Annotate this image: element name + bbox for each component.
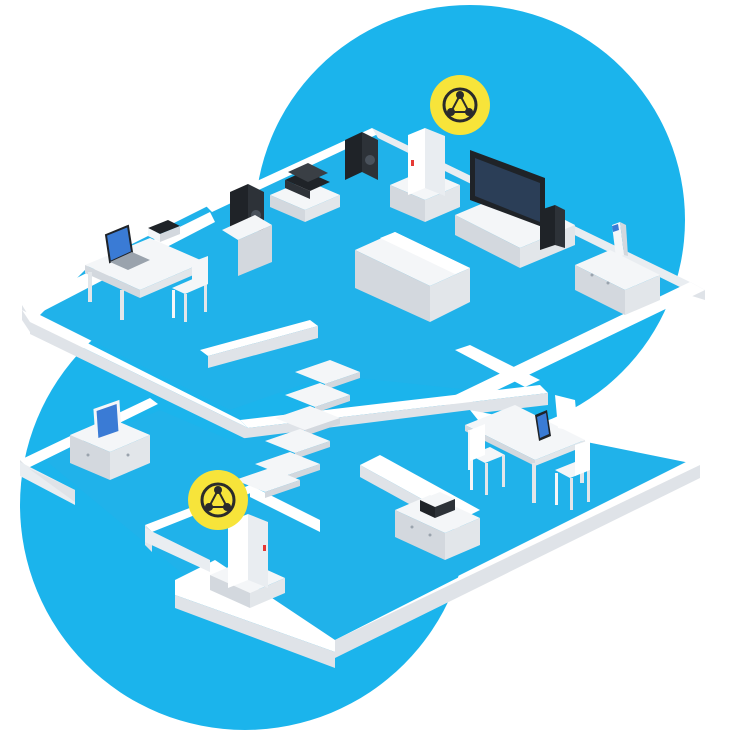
desk-with-laptop bbox=[85, 220, 205, 320]
mesh-network-icon bbox=[188, 470, 248, 530]
audio-receiver bbox=[270, 163, 340, 222]
cabinet-with-phone bbox=[575, 222, 660, 315]
speaker-right bbox=[345, 132, 378, 180]
dining-chairs bbox=[470, 395, 590, 510]
speaker-left bbox=[222, 184, 272, 276]
mesh-router-upper bbox=[390, 128, 460, 222]
cabinet-with-radio bbox=[395, 492, 480, 560]
printer-icon bbox=[148, 220, 180, 234]
chair-upper bbox=[172, 256, 208, 322]
staircase bbox=[235, 360, 360, 498]
tablet-icon bbox=[93, 399, 122, 443]
mesh-network-icon bbox=[430, 75, 490, 135]
radio-icon bbox=[420, 492, 455, 507]
tv-cabinet bbox=[455, 150, 575, 268]
cabinet-with-tablet bbox=[70, 399, 150, 480]
sofa bbox=[355, 232, 470, 322]
cordless-phone-icon bbox=[612, 224, 619, 232]
mesh-router-lower bbox=[210, 514, 285, 608]
